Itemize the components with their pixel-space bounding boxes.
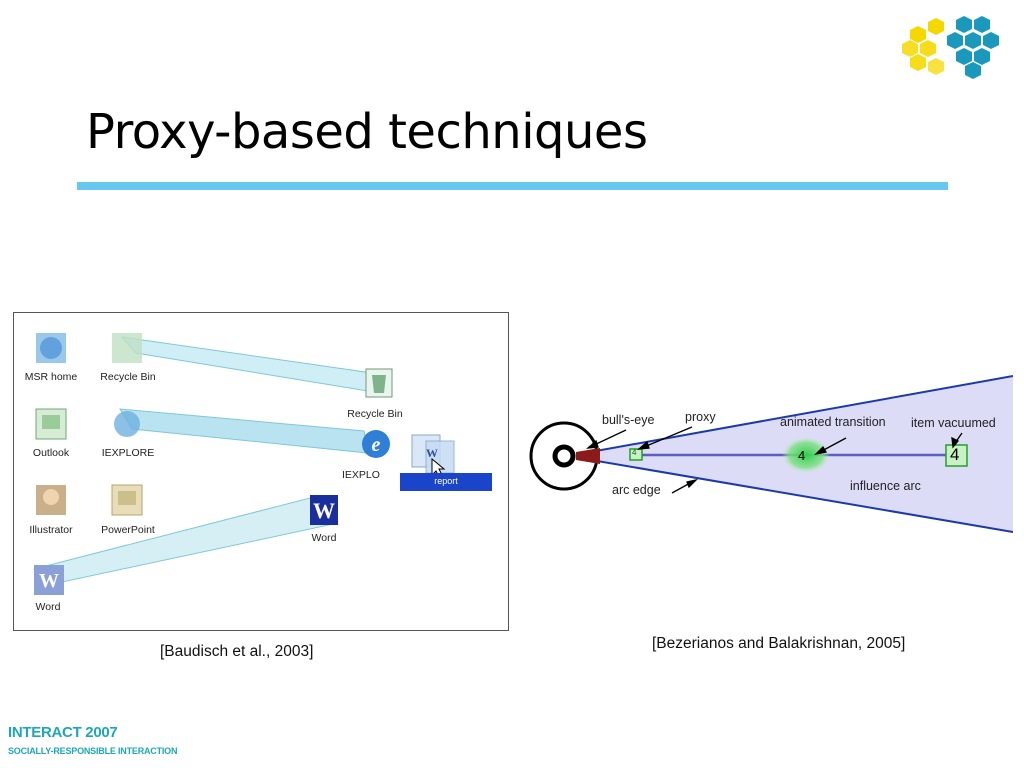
page-title: Proxy-based techniques [86, 104, 648, 160]
icon-label-outlook: Outlook [32, 447, 70, 459]
svg-text:W: W [313, 498, 335, 523]
proxy-value: 4 [632, 448, 637, 457]
label-arc-edge: arc edge [612, 483, 661, 497]
icon-label-word: Word [35, 601, 61, 613]
proxy-label-iexplore: IEXPLO [342, 469, 380, 481]
drag-item-report-label: report [400, 473, 492, 491]
label-proxy: proxy [685, 410, 716, 424]
label-item-vacuumed: item vacuumed [911, 416, 996, 430]
icon-label-msr-home: MSR home [24, 371, 78, 383]
proxy-label-recycle-bin: Recycle Bin [347, 408, 403, 420]
svg-text:W: W [39, 570, 59, 592]
icon-label-recycle-bin: Recycle Bin [100, 371, 156, 383]
icon-label-illustrator: Illustrator [29, 524, 73, 536]
title-divider [77, 182, 948, 190]
citation-right: [Bezerianos and Balakrishnan, 2005] [652, 635, 906, 652]
transition-value: 4 [798, 448, 806, 463]
label-bulls-eye: bull's-eye [602, 413, 655, 427]
proxy-label-word: Word [311, 532, 337, 544]
label-influence-arc: influence arc [850, 479, 921, 493]
drag-and-pop-figure: W e W W MSR home Recycle Bin Outlook IEX… [13, 312, 509, 631]
icon-label-iexplore: IEXPLORE [101, 447, 155, 459]
svg-text:e: e [372, 434, 381, 456]
footer-conference-name: INTERACT 2007 [8, 724, 118, 741]
interact-logo [902, 16, 999, 79]
svg-text:W: W [426, 446, 438, 460]
item-value: 4 [950, 445, 960, 464]
label-animated-transition: animated transition [780, 415, 886, 429]
icon-label-powerpoint: PowerPoint [101, 524, 155, 536]
vacuum-figure: bull's-eye proxy animated transition ite… [526, 372, 1013, 537]
footer-tagline: SOCIALLY-RESPONSIBLE INTERACTION [8, 746, 178, 756]
citation-left: [Baudisch et al., 2003] [160, 643, 314, 660]
